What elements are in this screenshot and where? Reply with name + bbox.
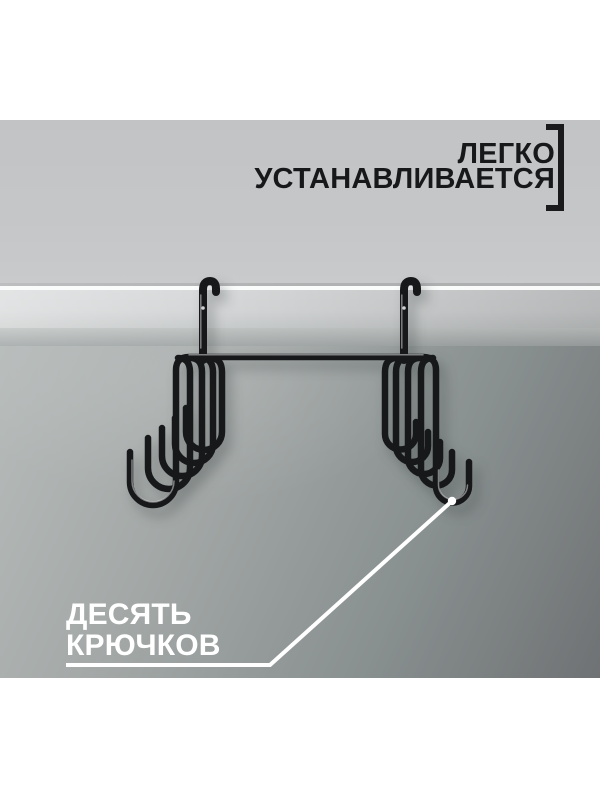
caption-easy-install: ЛЕГКО УСТАНАВЛИВАЕТСЯ <box>254 138 555 195</box>
caption-line: УСТАНАВЛИВАЕТСЯ <box>254 163 555 195</box>
hook <box>144 354 194 493</box>
mount-hole <box>201 306 205 310</box>
hook-highlight <box>131 459 175 503</box>
wall-background <box>0 120 600 286</box>
right-bracket-icon <box>546 124 564 211</box>
product-illustration <box>66 277 473 667</box>
hook <box>158 354 206 480</box>
mount-hole <box>402 306 406 310</box>
mount-hook-left <box>199 277 220 364</box>
hook <box>171 354 217 467</box>
caption-line: КРЮЧКОВ <box>66 629 221 662</box>
hook <box>417 354 456 489</box>
hook <box>381 354 420 453</box>
shelf-bottom-edge <box>0 328 600 346</box>
under-shelf-background <box>0 346 600 678</box>
hook <box>404 354 444 478</box>
callout-line <box>66 499 454 667</box>
shelf-top-shadow <box>0 283 600 286</box>
shelf-rail-highlight <box>0 286 600 290</box>
caption-ten-hooks: ДЕСЯТЬ КРЮЧКОВ <box>66 599 221 661</box>
shelf-face <box>0 290 600 328</box>
photo-area: ЛЕГКО УСТАНАВЛИВАЕТСЯ ДЕСЯТЬ КРЮЧКОВ <box>0 120 600 678</box>
callout-dot <box>447 496 457 506</box>
hook <box>182 354 226 454</box>
hook-rack <box>126 277 473 509</box>
caption-line: ЛЕГКО <box>457 138 555 170</box>
hook <box>392 354 432 466</box>
mount-hook-right <box>400 277 421 364</box>
caption-line: ДЕСЯТЬ <box>66 598 192 631</box>
